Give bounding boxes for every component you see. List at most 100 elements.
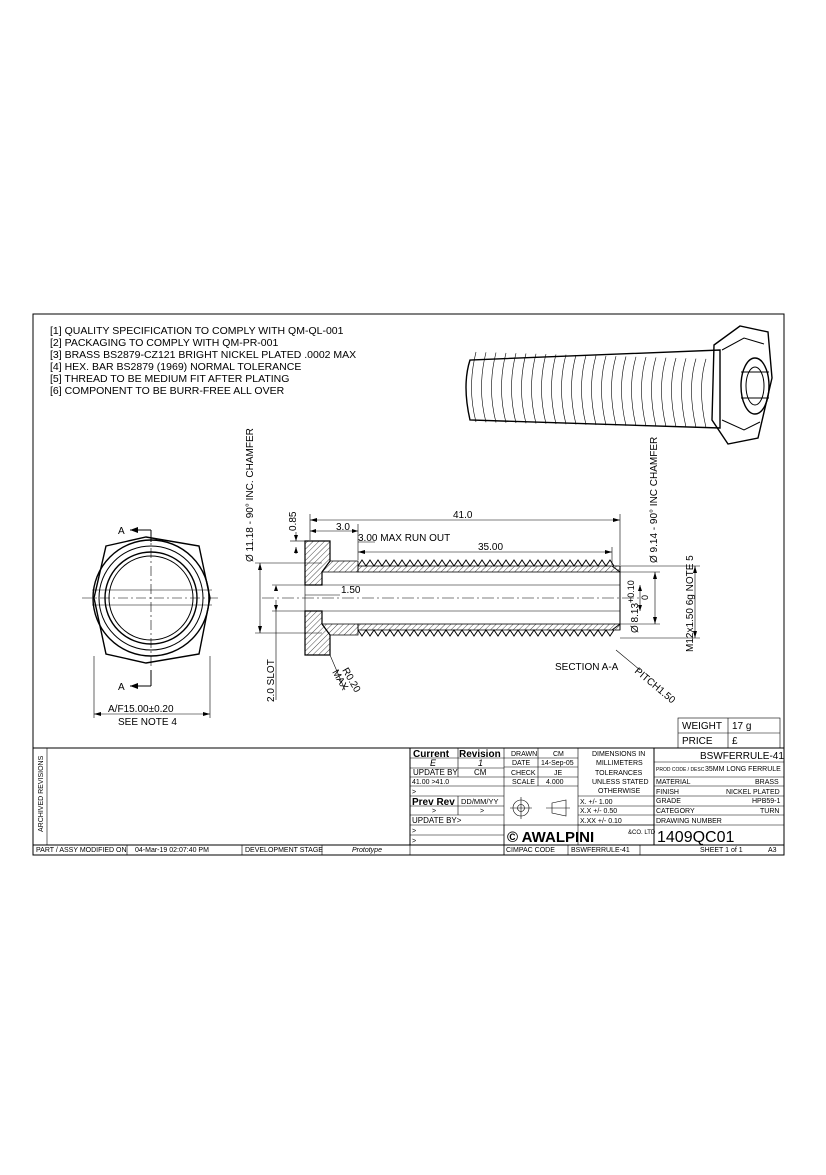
material-label: MATERIAL [656, 779, 691, 786]
dim-0-85: 0.85 [288, 511, 299, 531]
dim-41: 41.0 [453, 510, 473, 521]
thread-ring [681, 358, 687, 428]
current-value: E [430, 758, 437, 768]
thread-ring [591, 355, 597, 426]
finish-value: NICKEL PLATED [726, 789, 780, 796]
tol-line-5: OTHERWISE [598, 788, 641, 795]
scale-label: SCALE [512, 779, 535, 786]
scale-value: 4.000 [546, 779, 564, 786]
company-logo: © AWALPINI [507, 829, 594, 846]
tol-line-3: TOLERANCES [595, 770, 643, 777]
part-number: BSWFERRULE-41 [700, 751, 784, 762]
thread-ring [671, 357, 677, 428]
drawn-label: DRAWN [511, 751, 537, 758]
drawing-number-label: DRAWING NUMBER [656, 818, 722, 825]
dim-chamfer-right: Ø 9.14 - 90° INC CHAMFER [649, 437, 660, 563]
tol-line-2: MILLIMETERS [596, 760, 643, 767]
weight-price-table: WEIGHT 17 g PRICE £ [677, 717, 781, 749]
thread-ring [551, 354, 557, 425]
date-label: DATE [512, 760, 530, 767]
description: 35MM LONG FERRULE [705, 766, 781, 773]
notes-block: [1] QUALITY SPECIFICATION TO COMPLY WITH… [50, 325, 356, 397]
material-value: BRASS [755, 779, 779, 786]
update-by-label: UPDATE BY [413, 768, 458, 777]
cimpac-label: CIMPAC CODE [506, 847, 555, 854]
dim-35: 35.00 [478, 542, 503, 553]
thread-ring [641, 357, 647, 427]
note-4: [4] HEX. BAR BS2879 (1969) NORMAL TOLERA… [50, 361, 301, 373]
thread-ring [521, 353, 527, 424]
thread-ring [661, 357, 667, 427]
date-format: DD/MM/YY [461, 797, 499, 806]
drawn-value: CM [553, 751, 564, 758]
prev-arrow-2: > [480, 808, 484, 815]
revision-arrow-1: > [412, 789, 416, 796]
footer-strip: PART / ASSY MODIFIED ON 04-Mar-19 02:07:… [32, 845, 411, 856]
check-value: JE [554, 770, 563, 777]
note-6: [6] COMPONENT TO BE BURR-FREE ALL OVER [50, 385, 285, 397]
thread-ring [511, 353, 517, 424]
section-arrow-top: A [118, 526, 125, 537]
price-label: PRICE [682, 736, 713, 747]
update-by-value: CM [474, 768, 487, 777]
tol-x: X. +/- 1.00 [580, 799, 613, 806]
thread-ring [621, 356, 627, 426]
projection-symbol [510, 797, 570, 819]
note-2: [2] PACKAGING TO COMPLY WITH QM-PR-001 [50, 337, 278, 349]
modified-label: PART / ASSY MODIFIED ON [36, 847, 127, 854]
cimpac-value: BSWFERRULE-41 [571, 847, 630, 854]
dim-runout: 3.00 MAX RUN OUT [358, 533, 450, 544]
end-view-hex: A A A/F15.00±0.20 SEE NOTE 4 [82, 526, 220, 728]
tol-line-4: UNLESS STATED [592, 779, 649, 786]
sheet-size: A3 [768, 847, 777, 854]
thread-ring [531, 353, 537, 424]
note-3: [3] BRASS BS2879-CZ121 BRIGHT NICKEL PLA… [50, 349, 356, 361]
thread-ring [651, 357, 657, 427]
revision-change: 41.00 >41.0 [412, 779, 449, 786]
thread-ring [491, 352, 497, 423]
section-arrow-bottom: A [118, 682, 125, 693]
title-block: ARCHIVED REVISIONS Current Revision E 1 … [33, 747, 784, 855]
thread-ring [701, 358, 707, 428]
dim-bore-tol-zero: 0 [640, 595, 650, 600]
sheet: SHEET 1 of 1 [700, 847, 743, 854]
finish-label: FINISH [656, 789, 679, 796]
weight-label: WEIGHT [682, 721, 722, 732]
thread-ring [541, 354, 547, 424]
thread-ring [481, 352, 487, 423]
tol-line-1: DIMENSIONS IN [592, 751, 645, 758]
tol-xx: X.X +/- 0.50 [580, 808, 617, 815]
dim-thread: M12x1.50 6g NOTE 5 [685, 555, 696, 652]
thread-ring [631, 356, 637, 427]
company-suffix: &CO. LTD [628, 830, 656, 836]
section-label: SECTION A-A [555, 662, 619, 673]
thread-ring [571, 354, 577, 425]
prev-arrow-1: > [432, 808, 436, 815]
thread-ring [581, 355, 587, 425]
prev-rev-label: Prev Rev [412, 797, 455, 808]
note-1: [1] QUALITY SPECIFICATION TO COMPLY WITH… [50, 325, 344, 337]
category-value: TURN [760, 808, 779, 815]
modified-value: 04-Mar-19 02:07:40 PM [135, 847, 209, 854]
stage-value: Prototype [352, 847, 382, 854]
grade-label: GRADE [656, 798, 681, 805]
section-view [262, 540, 640, 656]
dim-chamfer-left: Ø 11.18 - 90° INC. CHAMFER [245, 428, 256, 562]
dim-slot: 2.0 SLOT [266, 659, 277, 702]
category-label: CATEGORY [656, 808, 695, 815]
current-label: Current [413, 749, 450, 760]
drawing-number: 1409QC01 [657, 829, 734, 846]
revision-arrow-3: > [412, 838, 416, 845]
price-value: £ [732, 736, 738, 747]
isometric-view [465, 325, 773, 445]
archived-revisions: ARCHIVED REVISIONS [38, 755, 45, 832]
dim-bore-tol-plus: +0.10 [626, 580, 636, 603]
thread-ring [561, 354, 567, 425]
thread-ring [691, 358, 697, 428]
dim-3: 3.0 [336, 522, 350, 533]
thread-ring [501, 352, 507, 423]
thread-ring [611, 356, 617, 426]
date-value: 14-Sep-05 [541, 760, 574, 767]
weight-value: 17 g [732, 721, 751, 732]
revision-label: Revision [459, 749, 501, 760]
